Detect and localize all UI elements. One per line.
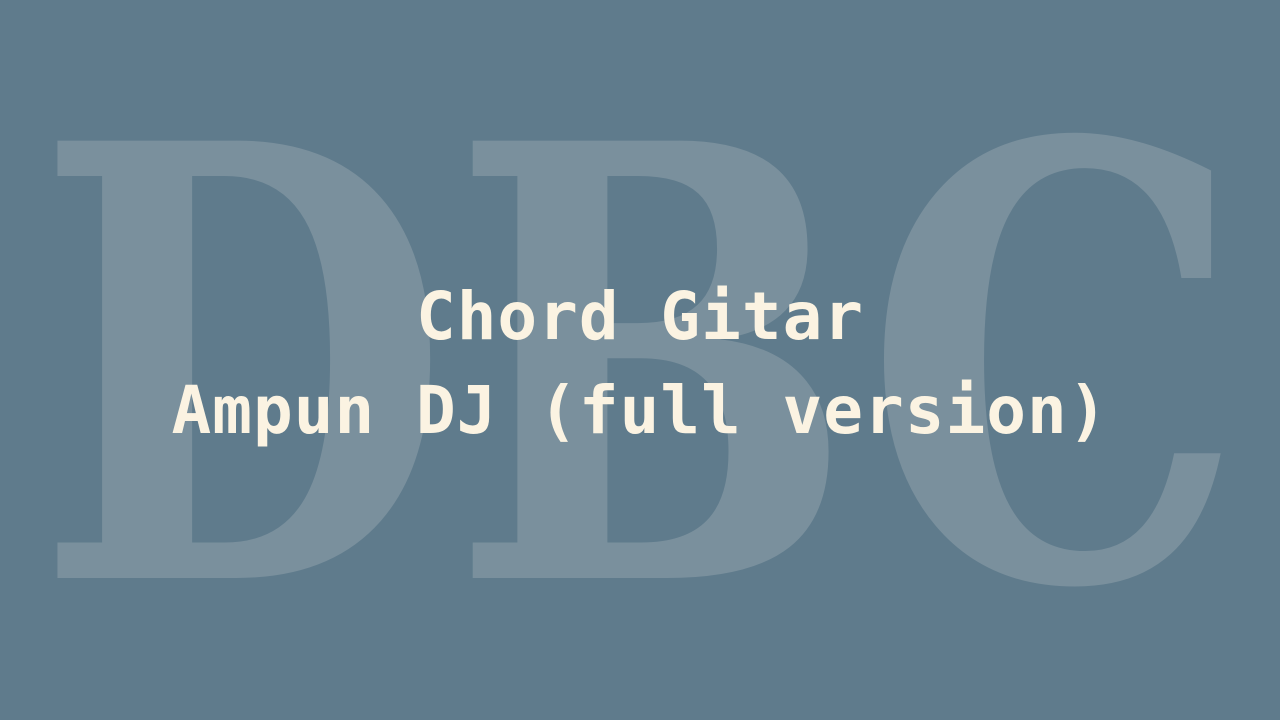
watermark-text: DBC bbox=[35, 15, 1245, 720]
page-title: Chord Gitar Ampun DJ (full version) bbox=[0, 270, 1280, 458]
title-line-1: Chord Gitar bbox=[415, 278, 865, 355]
title-line-2: Ampun DJ (full version) bbox=[171, 372, 1109, 449]
